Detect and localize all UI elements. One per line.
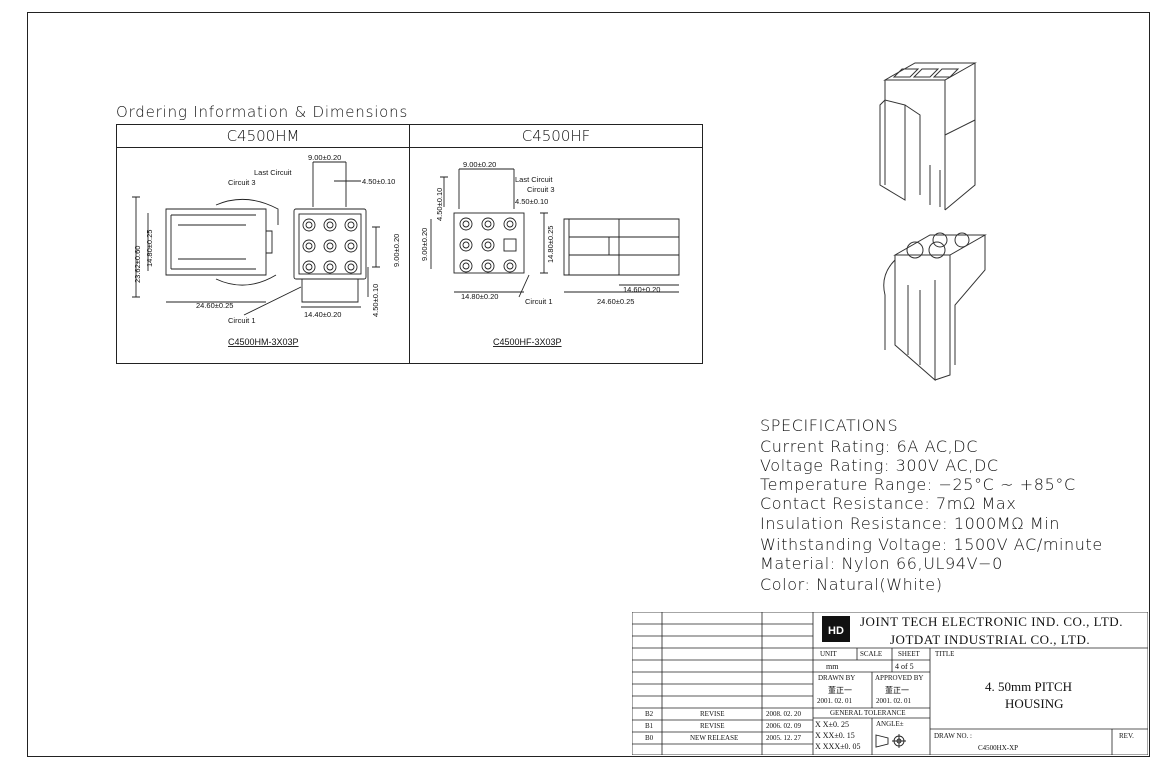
female-side: 14.60±0.20 xyxy=(623,285,660,294)
sheet-value: 4 of 5 xyxy=(895,662,914,671)
part-number-male: C4500HM-3X03P xyxy=(228,337,299,347)
male-last-circuit: Last Circuit xyxy=(254,168,292,177)
title-label: TITLE xyxy=(935,650,955,658)
title-block-grid: HD xyxy=(632,612,1148,755)
unit-value: mm xyxy=(826,662,839,671)
spec-line: Withstanding Voltage: 1500V AC/minute xyxy=(760,535,1103,554)
male-housing-drawing: 9.00±0.20 Last Circuit Circuit 3 4.50±0.… xyxy=(132,153,401,347)
female-housing-drawing: 9.00±0.20 Last Circuit Circuit 3 4.50±0.… xyxy=(420,160,680,347)
female-last-circuit: Last Circuit xyxy=(515,175,553,184)
female-h: 14.80±0.25 xyxy=(546,226,555,263)
tolerance-1: X X±0. 25 xyxy=(815,720,849,729)
drawing-frame xyxy=(27,12,1150,757)
revision-desc: REVISE xyxy=(700,722,725,730)
drawing-title-1: 4. 50mm PITCH xyxy=(985,679,1073,694)
scale-label: SCALE xyxy=(860,650,883,658)
spec-line: Voltage Rating: 300V AC,DC xyxy=(760,456,999,475)
spec-line: Insulation Resistance: 1000MΩ Min xyxy=(760,514,1061,533)
ordering-heading: Ordering Information & Dimensions xyxy=(116,103,409,121)
male-w: 14.40±0.20 xyxy=(304,310,341,319)
drawno-value: C4500HX-XP xyxy=(978,744,1019,752)
projection-symbol-icon xyxy=(875,734,906,748)
female-len: 24.60±0.25 xyxy=(597,297,634,306)
drawn-date: 2001. 02. 01 xyxy=(817,697,852,705)
drawno-label: DRAW NO. : xyxy=(934,732,973,740)
col-header-female: C4500HF xyxy=(521,127,591,145)
approved-date: 2001. 02. 01 xyxy=(876,697,911,705)
male-dim-top: 9.00±0.20 xyxy=(308,153,341,162)
male-h1: 23.62±0.60 xyxy=(133,246,142,283)
spec-line: Color: Natural(White) xyxy=(760,575,943,594)
rev-label: REV. xyxy=(1119,732,1134,740)
revision-desc: REVISE xyxy=(700,710,725,718)
male-pitch2: 4.50±0.10 xyxy=(371,284,380,317)
approved-by-name: 董正一 xyxy=(885,686,909,695)
female-vpitch: 4.50±0.10 xyxy=(435,188,444,221)
drawing-title-2: HOUSING xyxy=(1005,696,1064,711)
male-len: 24.60±0.25 xyxy=(196,301,233,310)
spec-line: Current Rating: 6A AC,DC xyxy=(760,437,978,456)
female-w: 14.80±0.20 xyxy=(461,292,498,301)
revision-code: B1 xyxy=(645,722,654,730)
female-pitch: 4.50±0.10 xyxy=(515,197,548,206)
drawn-by-name: 董正一 xyxy=(828,686,852,695)
female-left: 9.00±0.20 xyxy=(420,228,429,261)
male-pitch: 4.50±0.10 xyxy=(362,177,395,186)
tolerance-3: X XXX±0. 05 xyxy=(815,742,861,751)
sheet-label: SHEET xyxy=(898,650,920,658)
female-circuit3: Circuit 3 xyxy=(527,185,555,194)
approved-by-label: APPROVED BY xyxy=(875,674,924,682)
company-name-1: JOINT TECH ELECTRONIC IND. CO., LTD. xyxy=(860,614,1123,629)
male-side: 9.00±0.20 xyxy=(392,234,401,267)
spec-line: Material: Nylon 66,UL94V−0 xyxy=(760,554,1003,573)
ordering-table: C4500HM C4500HF xyxy=(116,124,703,364)
tolerance-2: X XX±0. 15 xyxy=(815,731,855,740)
drawn-by-label: DRAWN BY xyxy=(818,674,856,682)
spec-line: Temperature Range: −25°C ~ +85°C xyxy=(760,475,1076,494)
revision-date: 2005. 12. 27 xyxy=(766,734,801,742)
revision-date: 2008. 02. 20 xyxy=(766,710,801,718)
female-dim-top: 9.00±0.20 xyxy=(463,160,496,169)
male-circuit1: Circuit 1 xyxy=(228,316,256,325)
revision-code: B0 xyxy=(645,734,654,742)
part-number-female: C4500HF-3X03P xyxy=(493,337,562,347)
housing-3d-illustration xyxy=(879,62,987,382)
male-circuit3: Circuit 3 xyxy=(228,178,256,187)
col-header-male: C4500HM xyxy=(226,127,300,145)
revision-desc: NEW RELEASE xyxy=(690,734,739,742)
unit-label: UNIT xyxy=(820,650,837,658)
svg-text:HD: HD xyxy=(828,625,844,637)
company-name-2: JOTDAT INDUSTRIAL CO., LTD. xyxy=(890,632,1091,647)
tolerance-label: GENERAL TOLERANCE xyxy=(830,709,906,717)
spec-line: Contact Resistance: 7mΩ Max xyxy=(760,494,1017,513)
revision-code: B2 xyxy=(645,710,654,718)
angle-label: ANGLE± xyxy=(876,720,904,728)
revision-date: 2006. 02. 09 xyxy=(766,722,801,730)
male-h2: 14.80±0.25 xyxy=(145,230,154,267)
spec-title: SPECIFICATIONS xyxy=(760,416,899,435)
female-circuit1: Circuit 1 xyxy=(525,297,553,306)
